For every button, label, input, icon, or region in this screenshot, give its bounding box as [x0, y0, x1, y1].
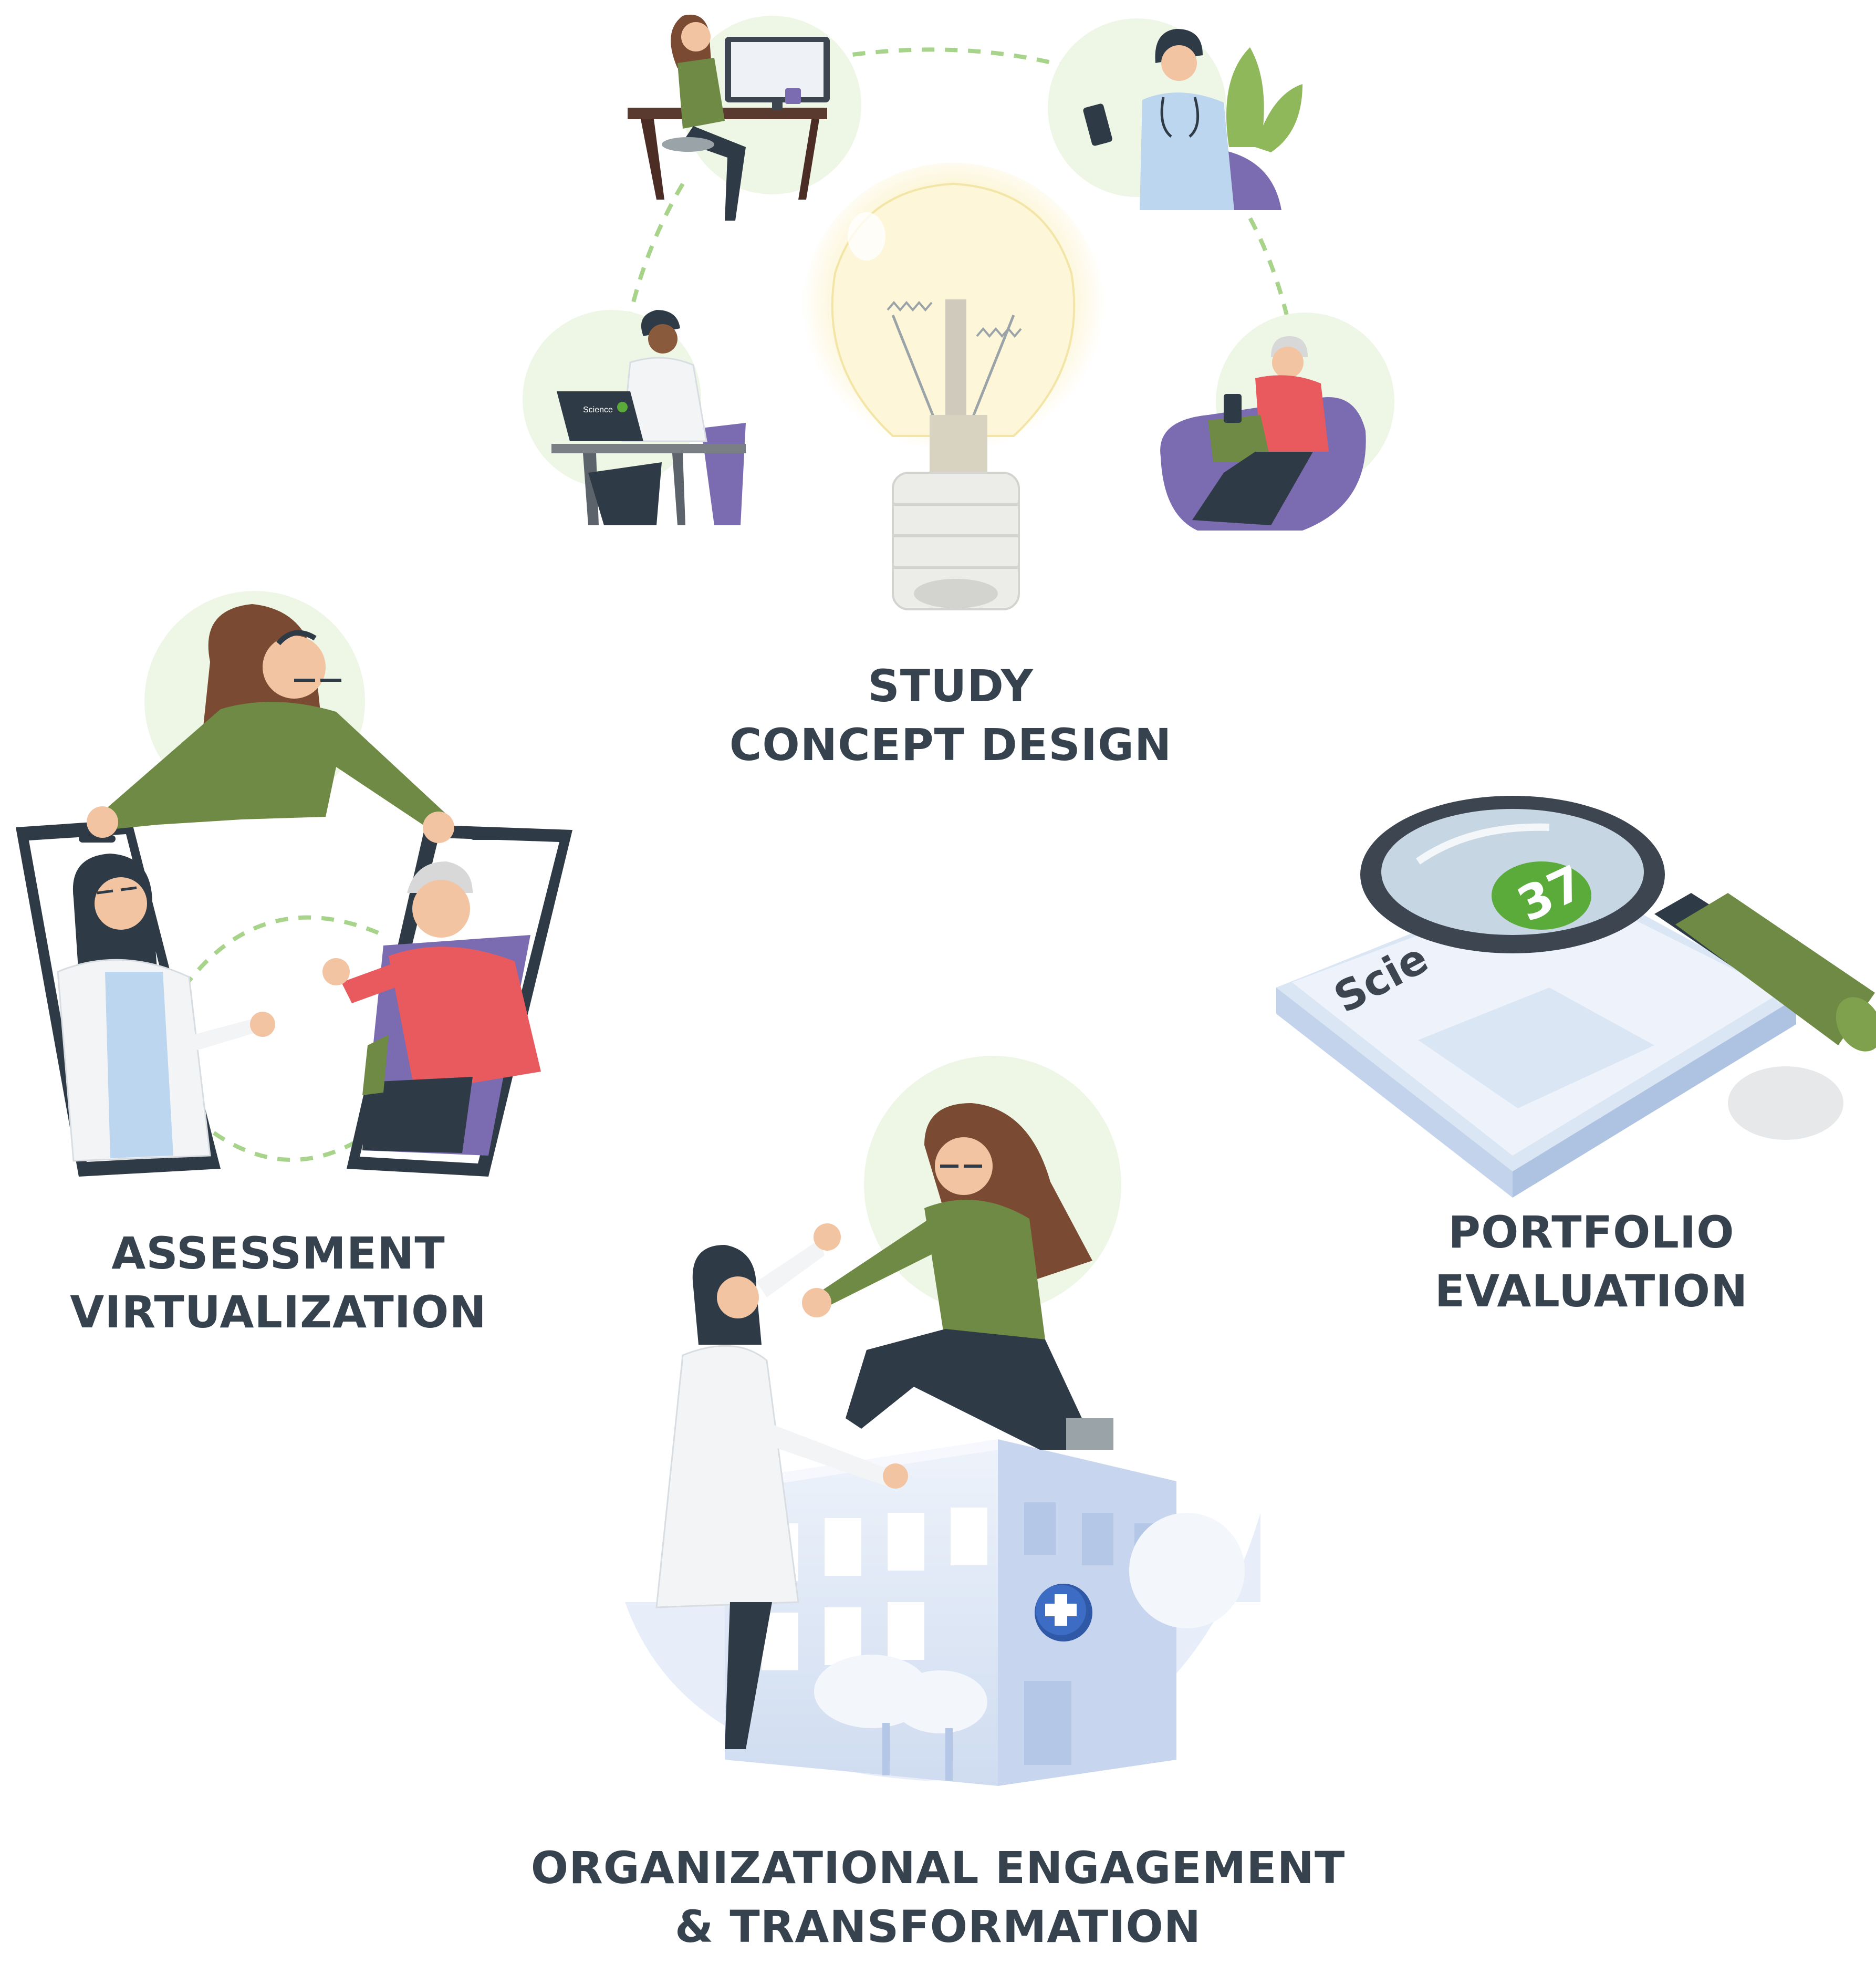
patient-in-phone	[322, 861, 541, 1156]
organizational-engagement-illustration	[625, 1056, 1260, 1786]
label-line-1: ORGANIZATIONAL ENGAGEMENT	[530, 1842, 1346, 1894]
assessment-virtualization-label: ASSESSMENT VIRTUALIZATION	[21, 1224, 536, 1342]
label-line-2: CONCEPT DESIGN	[729, 719, 1172, 771]
lightbulb-icon	[801, 163, 1106, 610]
medical-cross-icon	[1035, 1584, 1092, 1641]
desk-monitor-icon	[725, 37, 830, 110]
patient-in-armchair-scene	[1160, 313, 1394, 531]
doctor-with-tablet-scene	[1048, 18, 1302, 210]
label-line-2: EVALUATION	[1434, 1265, 1748, 1317]
laptop-icon: Science	[557, 391, 643, 441]
label-line-1: ASSESSMENT	[111, 1228, 445, 1279]
magnifying-glass-icon: 37	[1360, 796, 1876, 1052]
label-line-1: STUDY	[868, 660, 1034, 712]
tablet-icon	[1224, 394, 1242, 423]
assessment-virtualization-illustration	[16, 591, 572, 1177]
doctor-reaching	[655, 1223, 908, 1749]
organizational-engagement-label: ORGANIZATIONAL ENGAGEMENT & TRANSFORMATI…	[465, 1838, 1411, 1956]
label-line-2: VIRTUALIZATION	[70, 1286, 487, 1338]
tablet-icon	[1083, 103, 1112, 146]
study-concept-illustration: Science	[523, 15, 1394, 610]
doctor-at-laptop-scene: Science	[523, 310, 746, 525]
doctor-in-phone	[57, 854, 275, 1162]
portfolio-evaluation-label: PORTFOLIO EVALUATION	[1334, 1203, 1849, 1321]
coordinator-woman-on-building	[802, 1103, 1113, 1450]
label-line-2: & TRANSFORMATION	[674, 1901, 1202, 1952]
study-concept-design-label: STUDY CONCEPT DESIGN	[688, 657, 1213, 774]
science37-logo-icon: 37	[1492, 855, 1592, 933]
coordinator-woman	[87, 604, 454, 843]
label-line-1: PORTFOLIO	[1448, 1207, 1735, 1258]
svg-text:Science: Science	[583, 406, 613, 414]
woman-at-monitor-scene	[628, 15, 861, 221]
portfolio-evaluation-illustration: Scie 37	[1276, 796, 1876, 1198]
